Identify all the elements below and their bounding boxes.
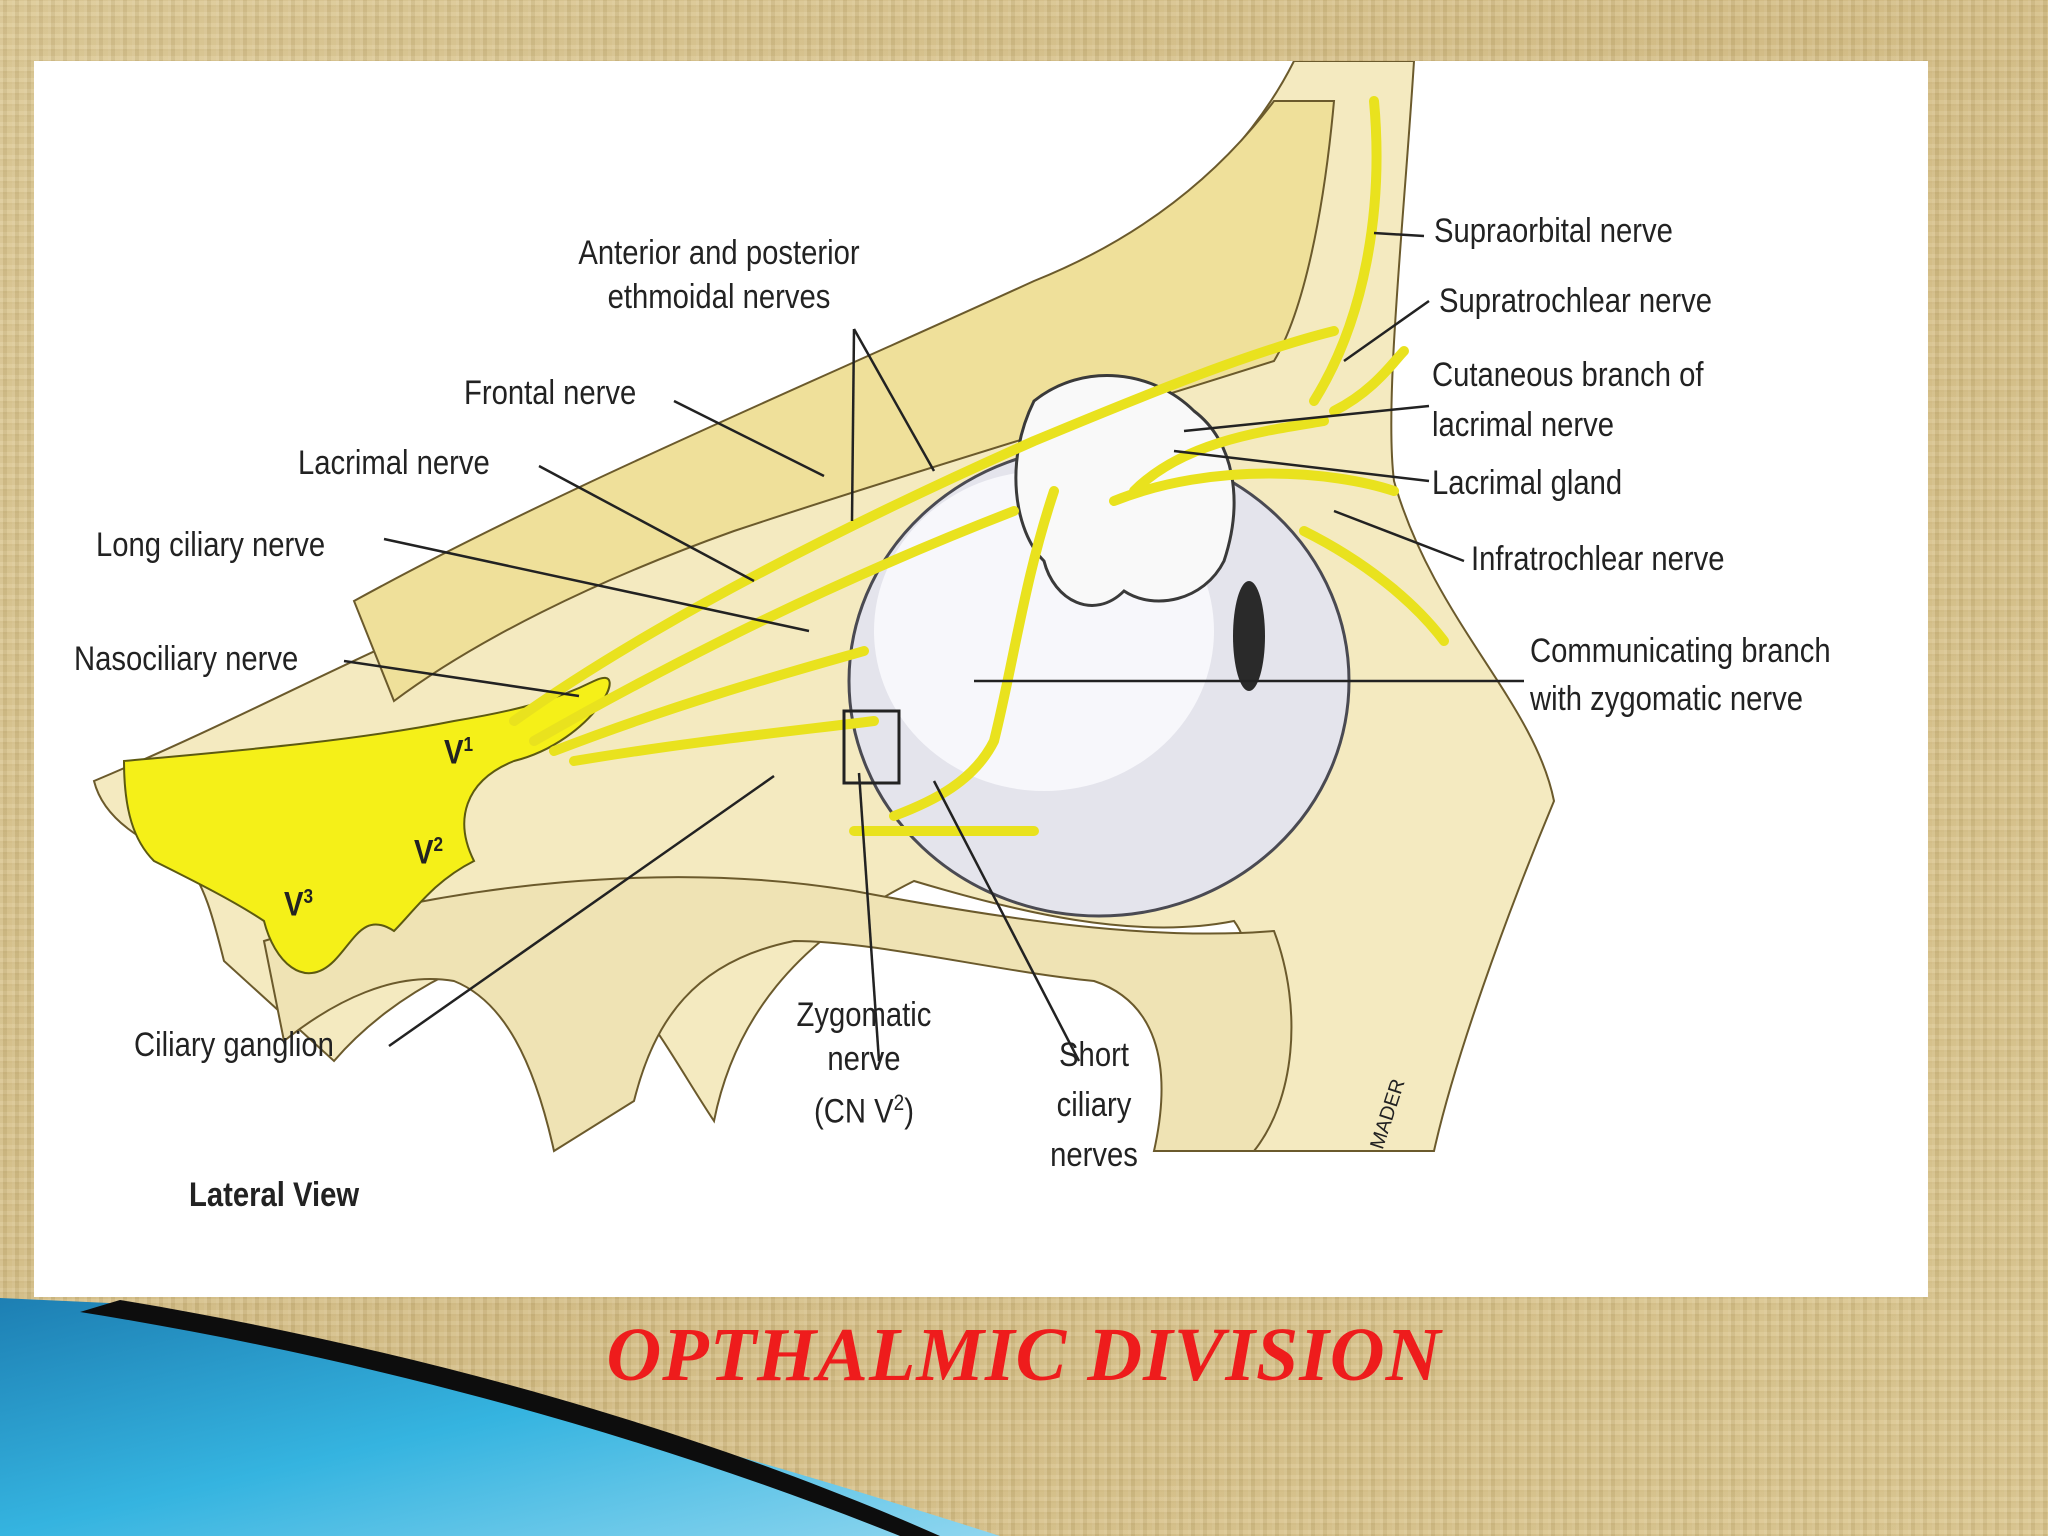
label-v2: V2 (414, 833, 444, 872)
label-communicating-branch-line1: Communicating branch (1530, 632, 1831, 670)
slide-title: OPTHALMIC DIVISION (606, 1313, 1442, 1397)
label-lacrimal-gland: Lacrimal gland (1432, 464, 1623, 502)
label-cutaneous-branch-line2: lacrimal nerve (1432, 406, 1614, 444)
label-lateral-view: Lateral View (189, 1176, 360, 1214)
label-frontal-nerve: Frontal nerve (464, 374, 637, 412)
label-short-ciliary-nerves-line3: nerves (1050, 1136, 1138, 1174)
label-nasociliary-nerve: Nasociliary nerve (74, 640, 299, 678)
label-ciliary-ganglion: Ciliary ganglion (134, 1026, 334, 1064)
label-v3: V3 (284, 885, 314, 924)
label-lacrimal-nerve: Lacrimal nerve (298, 444, 490, 482)
label-short-ciliary-nerves-line1: Short (1059, 1036, 1129, 1074)
label-zygomatic-nerve-line3: (CN V2) (814, 1090, 914, 1131)
label-ethmoidal-nerves-line1: Anterior and posterior (578, 234, 860, 272)
label-infratrochlear-nerve: Infratrochlear nerve (1471, 540, 1725, 578)
label-zygomatic-nerve-line1: Zygomatic (796, 996, 932, 1034)
label-communicating-branch-line2: with zygomatic nerve (1530, 680, 1804, 718)
label-zygomatic-nerve-line2: nerve (827, 1040, 901, 1078)
label-ethmoidal-nerves-line2: ethmoidal nerves (607, 278, 831, 316)
orbit-anatomy-illustration (92, 61, 1556, 1153)
anatomy-figure-panel: Anterior and posterior ethmoidal nerves … (34, 61, 1928, 1297)
label-v1: V1 (444, 733, 474, 772)
label-supraorbital-nerve: Supraorbital nerve (1434, 212, 1673, 250)
label-short-ciliary-nerves-line2: ciliary (1056, 1086, 1132, 1124)
label-supratrochlear-nerve: Supratrochlear nerve (1439, 282, 1713, 320)
label-cutaneous-branch-line1: Cutaneous branch of (1432, 356, 1704, 394)
label-long-ciliary-nerve: Long ciliary nerve (96, 526, 326, 564)
